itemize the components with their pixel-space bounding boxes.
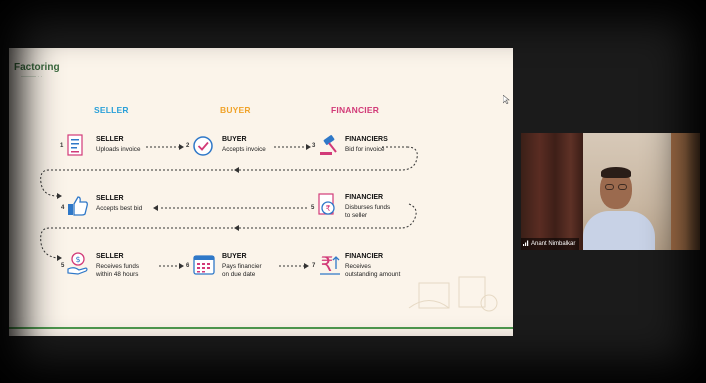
step-number: 7 [312,263,316,269]
svg-text:₹: ₹ [321,252,334,276]
step-title: FINANCIER [345,253,384,260]
step-description: Receives [345,263,371,270]
checkmark-icon [192,135,214,162]
slide-bottom-rule [9,327,513,329]
column-heading-financier: FINANCIER [331,105,380,115]
participant-video-tile[interactable]: Anant Nimbalkar [521,133,700,250]
flow-arrows [40,144,418,269]
video-background-curtain [671,133,700,250]
signal-bars-icon [523,239,529,246]
decorative-sketch [408,276,498,312]
step-description: Bid for invoice [345,146,385,153]
glasses-left [605,184,614,190]
participant-name: Anant Nimbalkar [531,241,576,247]
column-heading-buyer: BUYER [220,105,251,115]
gavel-icon [317,134,341,163]
step-number: 1 [60,143,64,149]
step-number: 6 [186,263,190,269]
step-title: BUYER [222,253,247,260]
step-number: 3 [312,143,316,149]
step-title: FINANCIER [345,194,384,201]
video-background [521,133,583,250]
step-description: Pays financier [222,263,262,270]
column-heading-seller: SELLER [94,105,129,115]
invoice-icon [65,134,87,163]
svg-text:₹: ₹ [325,204,330,213]
step-description-line2: within 48 hours [96,271,139,278]
slide-title: Factoring [14,62,60,73]
svg-text:$: $ [75,255,80,264]
glasses-right [618,184,627,190]
rupee-icon: ₹ [318,251,342,282]
step-title: SELLER [96,195,124,202]
presentation-slide: Factoring ——— · · SELLER BUYER FINANCIER [9,48,513,336]
step-title: SELLER [96,253,124,260]
step-description: Accepts best bid [96,205,143,212]
calendar-icon [192,253,216,282]
step-description-line2: outstanding amount [345,271,401,278]
step-number: 5 [61,263,65,269]
step-description: Receives funds [96,263,140,270]
step-title: FINANCIERS [345,136,388,143]
participant-hair [601,167,631,178]
step-number: 4 [61,205,65,211]
step-title: BUYER [222,136,247,143]
step-description: Accepts invoice [222,146,266,153]
step-number: 2 [186,143,190,149]
step-description: Disburses funds [345,204,391,211]
participant-body [583,211,655,250]
step-description-line2: on due date [222,271,256,278]
thumbs-up-icon [66,195,90,222]
slide-subtitle: ——— · · [21,74,43,80]
participant-name-tag: Anant Nimbalkar [521,238,580,250]
rupee-document-icon: ₹ [316,193,338,224]
mouse-cursor-icon [502,91,510,109]
step-number: 5 [311,205,315,211]
step-description-line2: to seller [345,212,368,219]
step-description: Uploads invoice [96,146,141,153]
money-hand-icon: $ [66,251,90,282]
step-title: SELLER [96,136,124,143]
